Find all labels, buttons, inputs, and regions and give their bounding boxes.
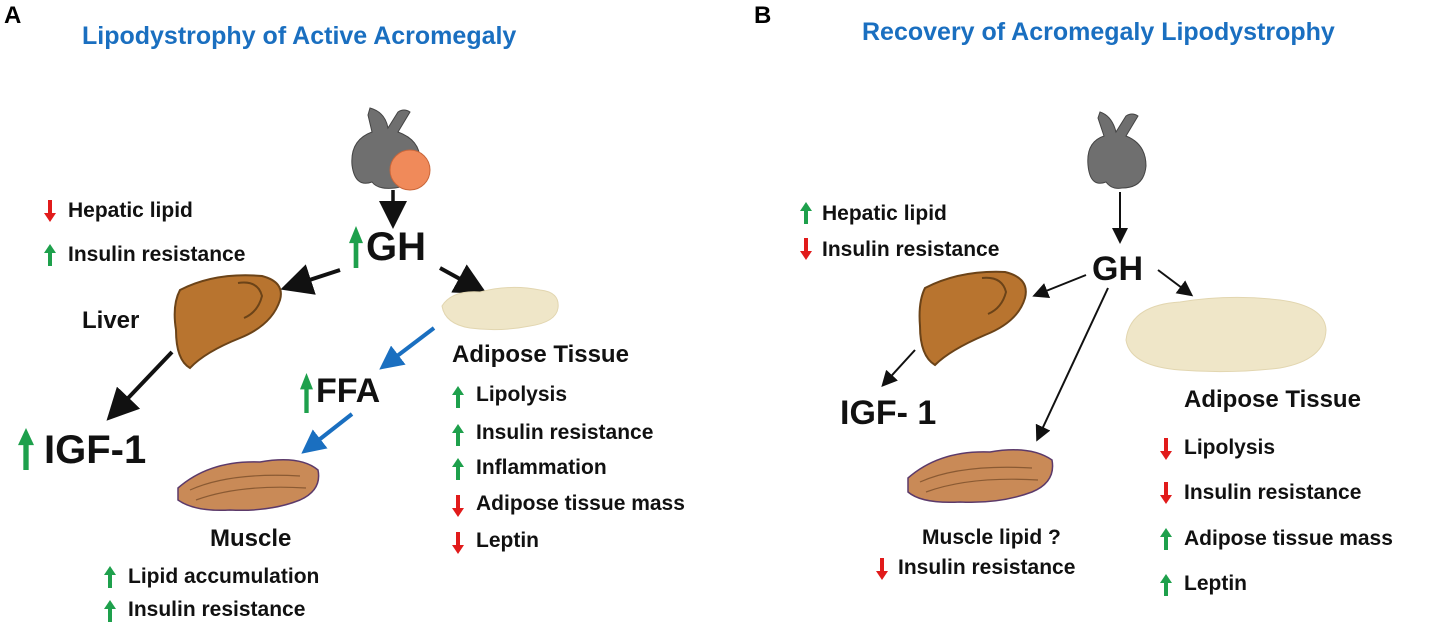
panel-title-b: Recovery of Acromegaly Lipodystrophy <box>862 18 1335 46</box>
down-arrow-icon <box>800 238 812 260</box>
muscle-label-a: Muscle <box>210 525 292 552</box>
down-arrow-icon <box>452 532 464 554</box>
up-arrow-icon <box>300 373 313 413</box>
effect-label: Hepatic lipid <box>68 199 193 222</box>
up-arrow-icon <box>452 458 464 480</box>
tumor-icon <box>389 149 431 191</box>
effect-label: Adipose tissue mass <box>1184 527 1393 550</box>
effect-label: Insulin resistance <box>476 421 654 444</box>
up-arrow-icon <box>452 386 464 408</box>
adipose-label-b: Adipose Tissue <box>1184 386 1361 413</box>
ffa-label: FFA <box>316 372 381 410</box>
up-arrow-icon <box>349 226 363 268</box>
muscle-icon-b <box>907 449 1054 504</box>
liver-icon-b <box>918 270 1027 367</box>
up-arrow-icon <box>452 424 464 446</box>
adipose-icon-b <box>1125 296 1327 373</box>
down-arrow-icon <box>1160 438 1172 460</box>
up-arrow-icon <box>104 566 116 588</box>
muscle-icon-a <box>177 459 320 512</box>
up-arrow-icon <box>800 202 812 224</box>
adipose-label-a: Adipose Tissue <box>452 341 629 368</box>
up-arrow-icon <box>44 244 56 266</box>
down-arrow-icon <box>44 200 56 222</box>
down-arrow-icon <box>452 495 464 517</box>
muscle-label-b: Muscle lipid ? <box>922 526 1061 549</box>
panel-letter-a: A <box>4 2 22 29</box>
up-arrow-icon <box>18 428 34 470</box>
liver-label-a: Liver <box>82 307 140 334</box>
up-arrow-icon <box>1160 574 1172 596</box>
liver-icon-a <box>173 274 282 370</box>
effect-label: Lipid accumulation <box>128 565 320 588</box>
effect-label: Lipolysis <box>476 383 568 406</box>
effect-label: Insulin resistance <box>1184 481 1362 504</box>
adipose-icon-a <box>441 286 559 331</box>
igf1-label-a: IGF-1 <box>44 428 147 472</box>
down-arrow-icon <box>876 558 888 580</box>
panel-title-a: Lipodystrophy of Active Acromegaly <box>82 22 517 50</box>
effect-label: Insulin resistance <box>68 243 246 266</box>
effect-label: Lipolysis <box>1184 436 1276 459</box>
gh-label-a: GH <box>366 225 426 269</box>
effect-label: Leptin <box>476 529 539 552</box>
pituitary-icon-a <box>351 107 431 191</box>
gh-label-b: GH <box>1092 250 1143 288</box>
effect-label: Insulin resistance <box>822 238 1000 261</box>
down-arrow-icon <box>1160 482 1172 504</box>
up-arrow-icon <box>104 600 116 622</box>
effect-label: Insulin resistance <box>898 556 1076 579</box>
effect-label: Leptin <box>1184 572 1247 595</box>
effect-label: Insulin resistance <box>128 598 306 621</box>
panel-letter-b: B <box>754 2 772 29</box>
up-arrow-icon <box>1160 528 1172 550</box>
effect-label: Adipose tissue mass <box>476 492 685 515</box>
igf1-label-b: IGF- 1 <box>840 394 937 432</box>
effect-label: Inflammation <box>476 456 607 479</box>
effect-label: Hepatic lipid <box>822 202 947 225</box>
pituitary-icon-b <box>1087 111 1147 189</box>
